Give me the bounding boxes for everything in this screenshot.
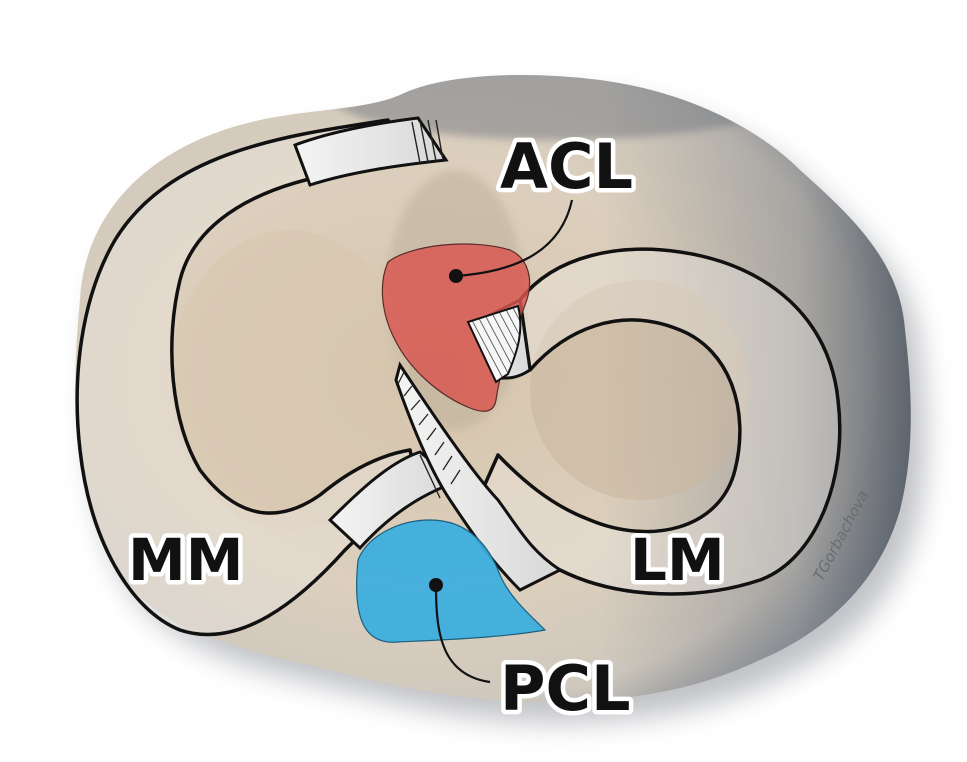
bone-top-shading — [330, 75, 790, 140]
lateral-posterior-horn-insertion — [397, 371, 461, 485]
medial-plateau-surface — [170, 230, 410, 530]
medial-anterior-horn — [293, 116, 449, 187]
mm-label: MM — [128, 526, 243, 594]
pcl-leader-dot — [429, 578, 443, 592]
lm-label: LM — [630, 526, 725, 594]
acl-leader-line — [455, 199, 574, 278]
medial-anterior-horn-insertion — [411, 119, 444, 164]
pcl-label: PCL — [500, 652, 630, 725]
lateral-anterior-horn-insertion — [466, 304, 522, 384]
pcl-leader-line — [434, 584, 491, 684]
acl-leader-dot — [449, 269, 463, 283]
lateral-posterior-horn — [394, 361, 563, 592]
lateral-plateau-surface — [530, 280, 750, 500]
pcl-footprint — [355, 519, 547, 643]
acl-label: ACL — [500, 130, 633, 203]
